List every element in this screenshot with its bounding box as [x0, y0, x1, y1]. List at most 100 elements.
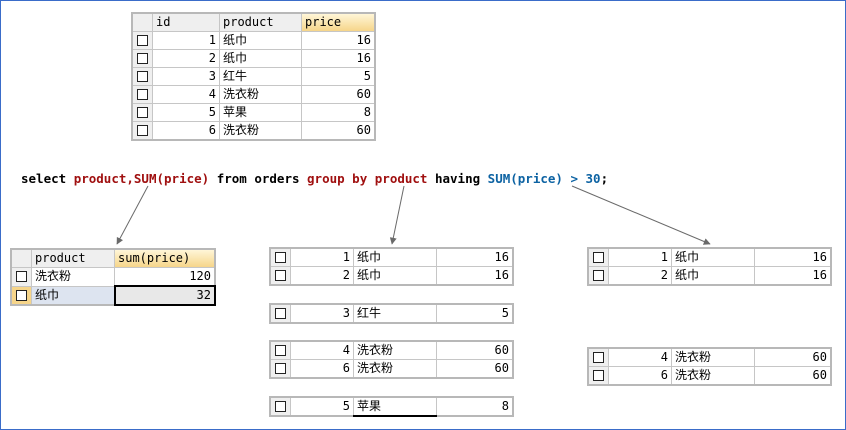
sql-statement: select product,SUM(price) from orders gr…	[21, 171, 608, 186]
row-selector[interactable]	[10, 267, 32, 287]
cell-sum: 120	[114, 267, 216, 287]
table-row: 2 纸巾 16	[131, 49, 376, 68]
sql-sum-select-part1: SU	[133, 171, 149, 186]
header-corner	[10, 248, 32, 268]
row-selector[interactable]	[269, 266, 291, 286]
sql-sum-having-part1: SU	[487, 171, 503, 186]
cell-product: 红牛	[353, 303, 437, 324]
arrow-to-having	[571, 185, 711, 245]
cell-price: 60	[754, 366, 832, 386]
row-selector[interactable]	[587, 347, 609, 367]
checkbox-icon[interactable]	[137, 107, 148, 118]
row-selector[interactable]	[269, 340, 291, 360]
checkbox-icon[interactable]	[275, 270, 286, 281]
cell-id: 4	[608, 347, 672, 367]
cell-price: 8	[436, 396, 514, 417]
cell-id: 1	[290, 247, 354, 267]
group-table-3: 4 洗衣粉 60 6 洗衣粉 60	[269, 340, 514, 379]
table-row: 4 洗衣粉 60	[131, 85, 376, 104]
row-selector[interactable]	[587, 266, 609, 286]
group-table-4: 5 苹果 8	[269, 396, 514, 417]
cell-product: 纸巾	[671, 266, 755, 286]
table-row: 6 洗衣粉 60	[131, 121, 376, 141]
checkbox-icon[interactable]	[137, 89, 148, 100]
cell-price: 60	[301, 121, 376, 141]
cell-product: 洗衣粉	[219, 121, 302, 141]
row-selector[interactable]	[587, 366, 609, 386]
checkbox-icon[interactable]	[16, 289, 27, 301]
checkbox-icon[interactable]	[275, 252, 286, 263]
checkbox-icon[interactable]	[593, 370, 604, 381]
row-selector[interactable]	[269, 396, 291, 417]
checkbox-icon[interactable]	[275, 363, 286, 374]
cell-id: 6	[608, 366, 672, 386]
cell-product: 洗衣粉	[353, 359, 437, 379]
table-row: 6 洗衣粉 60	[587, 366, 832, 386]
group-table-1: 1 纸巾 16 2 纸巾 16	[269, 247, 514, 286]
cell-sum[interactable]: 32	[113, 285, 216, 306]
table-row: 1 纸巾 16	[587, 247, 832, 267]
result-table-header: product sum(price)	[10, 248, 216, 268]
checkbox-icon[interactable]	[593, 270, 604, 281]
cell-product: 洗衣粉	[353, 340, 437, 360]
sql-terminator: ;	[600, 171, 609, 186]
row-selector[interactable]	[131, 103, 153, 122]
table-row: 5 苹果 8	[269, 396, 514, 417]
cell-id: 3	[290, 303, 354, 324]
table-row: 4 洗衣粉 60	[587, 347, 832, 367]
source-table-header: id product price	[131, 12, 376, 32]
cell-product: 苹果	[219, 103, 302, 122]
table-row: 2 纸巾 16	[269, 266, 514, 286]
cell-id: 2	[608, 266, 672, 286]
row-selector[interactable]	[131, 31, 153, 50]
column-header-price[interactable]: price	[301, 12, 376, 32]
table-row: 5 苹果 8	[131, 103, 376, 122]
column-header-product[interactable]: product	[31, 248, 115, 268]
cell-price: 16	[436, 266, 514, 286]
cell-id: 5	[290, 396, 354, 417]
checkbox-icon[interactable]	[137, 53, 148, 64]
cell-product: 纸巾	[31, 285, 115, 306]
sql-select: select	[21, 171, 74, 186]
sql-sum-select-part2: M(price)	[148, 171, 210, 186]
row-selector[interactable]	[269, 359, 291, 379]
sql-having: having	[427, 171, 488, 186]
checkbox-icon[interactable]	[593, 252, 604, 263]
cell-product: 洗衣粉	[671, 366, 755, 386]
checkbox-icon[interactable]	[593, 352, 604, 363]
cell-product: 苹果	[353, 396, 437, 417]
cell-price: 60	[436, 340, 514, 360]
row-selector[interactable]	[269, 303, 291, 324]
cell-price: 5	[436, 303, 514, 324]
row-selector[interactable]	[131, 67, 153, 86]
cell-id: 4	[290, 340, 354, 360]
checkbox-icon[interactable]	[16, 271, 27, 283]
checkbox-icon[interactable]	[275, 345, 286, 356]
checkbox-icon[interactable]	[137, 125, 148, 136]
checkbox-icon[interactable]	[137, 35, 148, 46]
sql-from: from orders	[209, 171, 308, 186]
table-row: 1 纸巾 16	[131, 31, 376, 50]
arrow-to-groups	[389, 185, 405, 245]
cell-price: 8	[301, 103, 376, 122]
row-selector[interactable]	[587, 247, 609, 267]
cell-product: 洗衣粉	[31, 267, 115, 287]
checkbox-icon[interactable]	[275, 401, 286, 412]
cell-id: 6	[290, 359, 354, 379]
row-selector[interactable]	[131, 121, 153, 141]
cell-id: 1	[608, 247, 672, 267]
row-selector[interactable]	[10, 285, 32, 306]
group-table-2: 3 红牛 5	[269, 303, 514, 324]
cell-price: 60	[436, 359, 514, 379]
cell-product: 纸巾	[353, 247, 437, 267]
having-table-2: 4 洗衣粉 60 6 洗衣粉 60	[587, 347, 832, 386]
checkbox-icon[interactable]	[275, 308, 286, 319]
source-table: id product price 1 纸巾 16 2 纸巾 16 3 红牛 5 …	[131, 12, 376, 141]
cell-id: 6	[152, 121, 220, 141]
column-header-product[interactable]: product	[219, 12, 302, 32]
column-header-sum-price[interactable]: sum(price)	[114, 248, 216, 268]
sql-fields: product,	[73, 171, 134, 186]
cell-product: 纸巾	[353, 266, 437, 286]
row-selector[interactable]	[269, 247, 291, 267]
checkbox-icon[interactable]	[137, 71, 148, 82]
